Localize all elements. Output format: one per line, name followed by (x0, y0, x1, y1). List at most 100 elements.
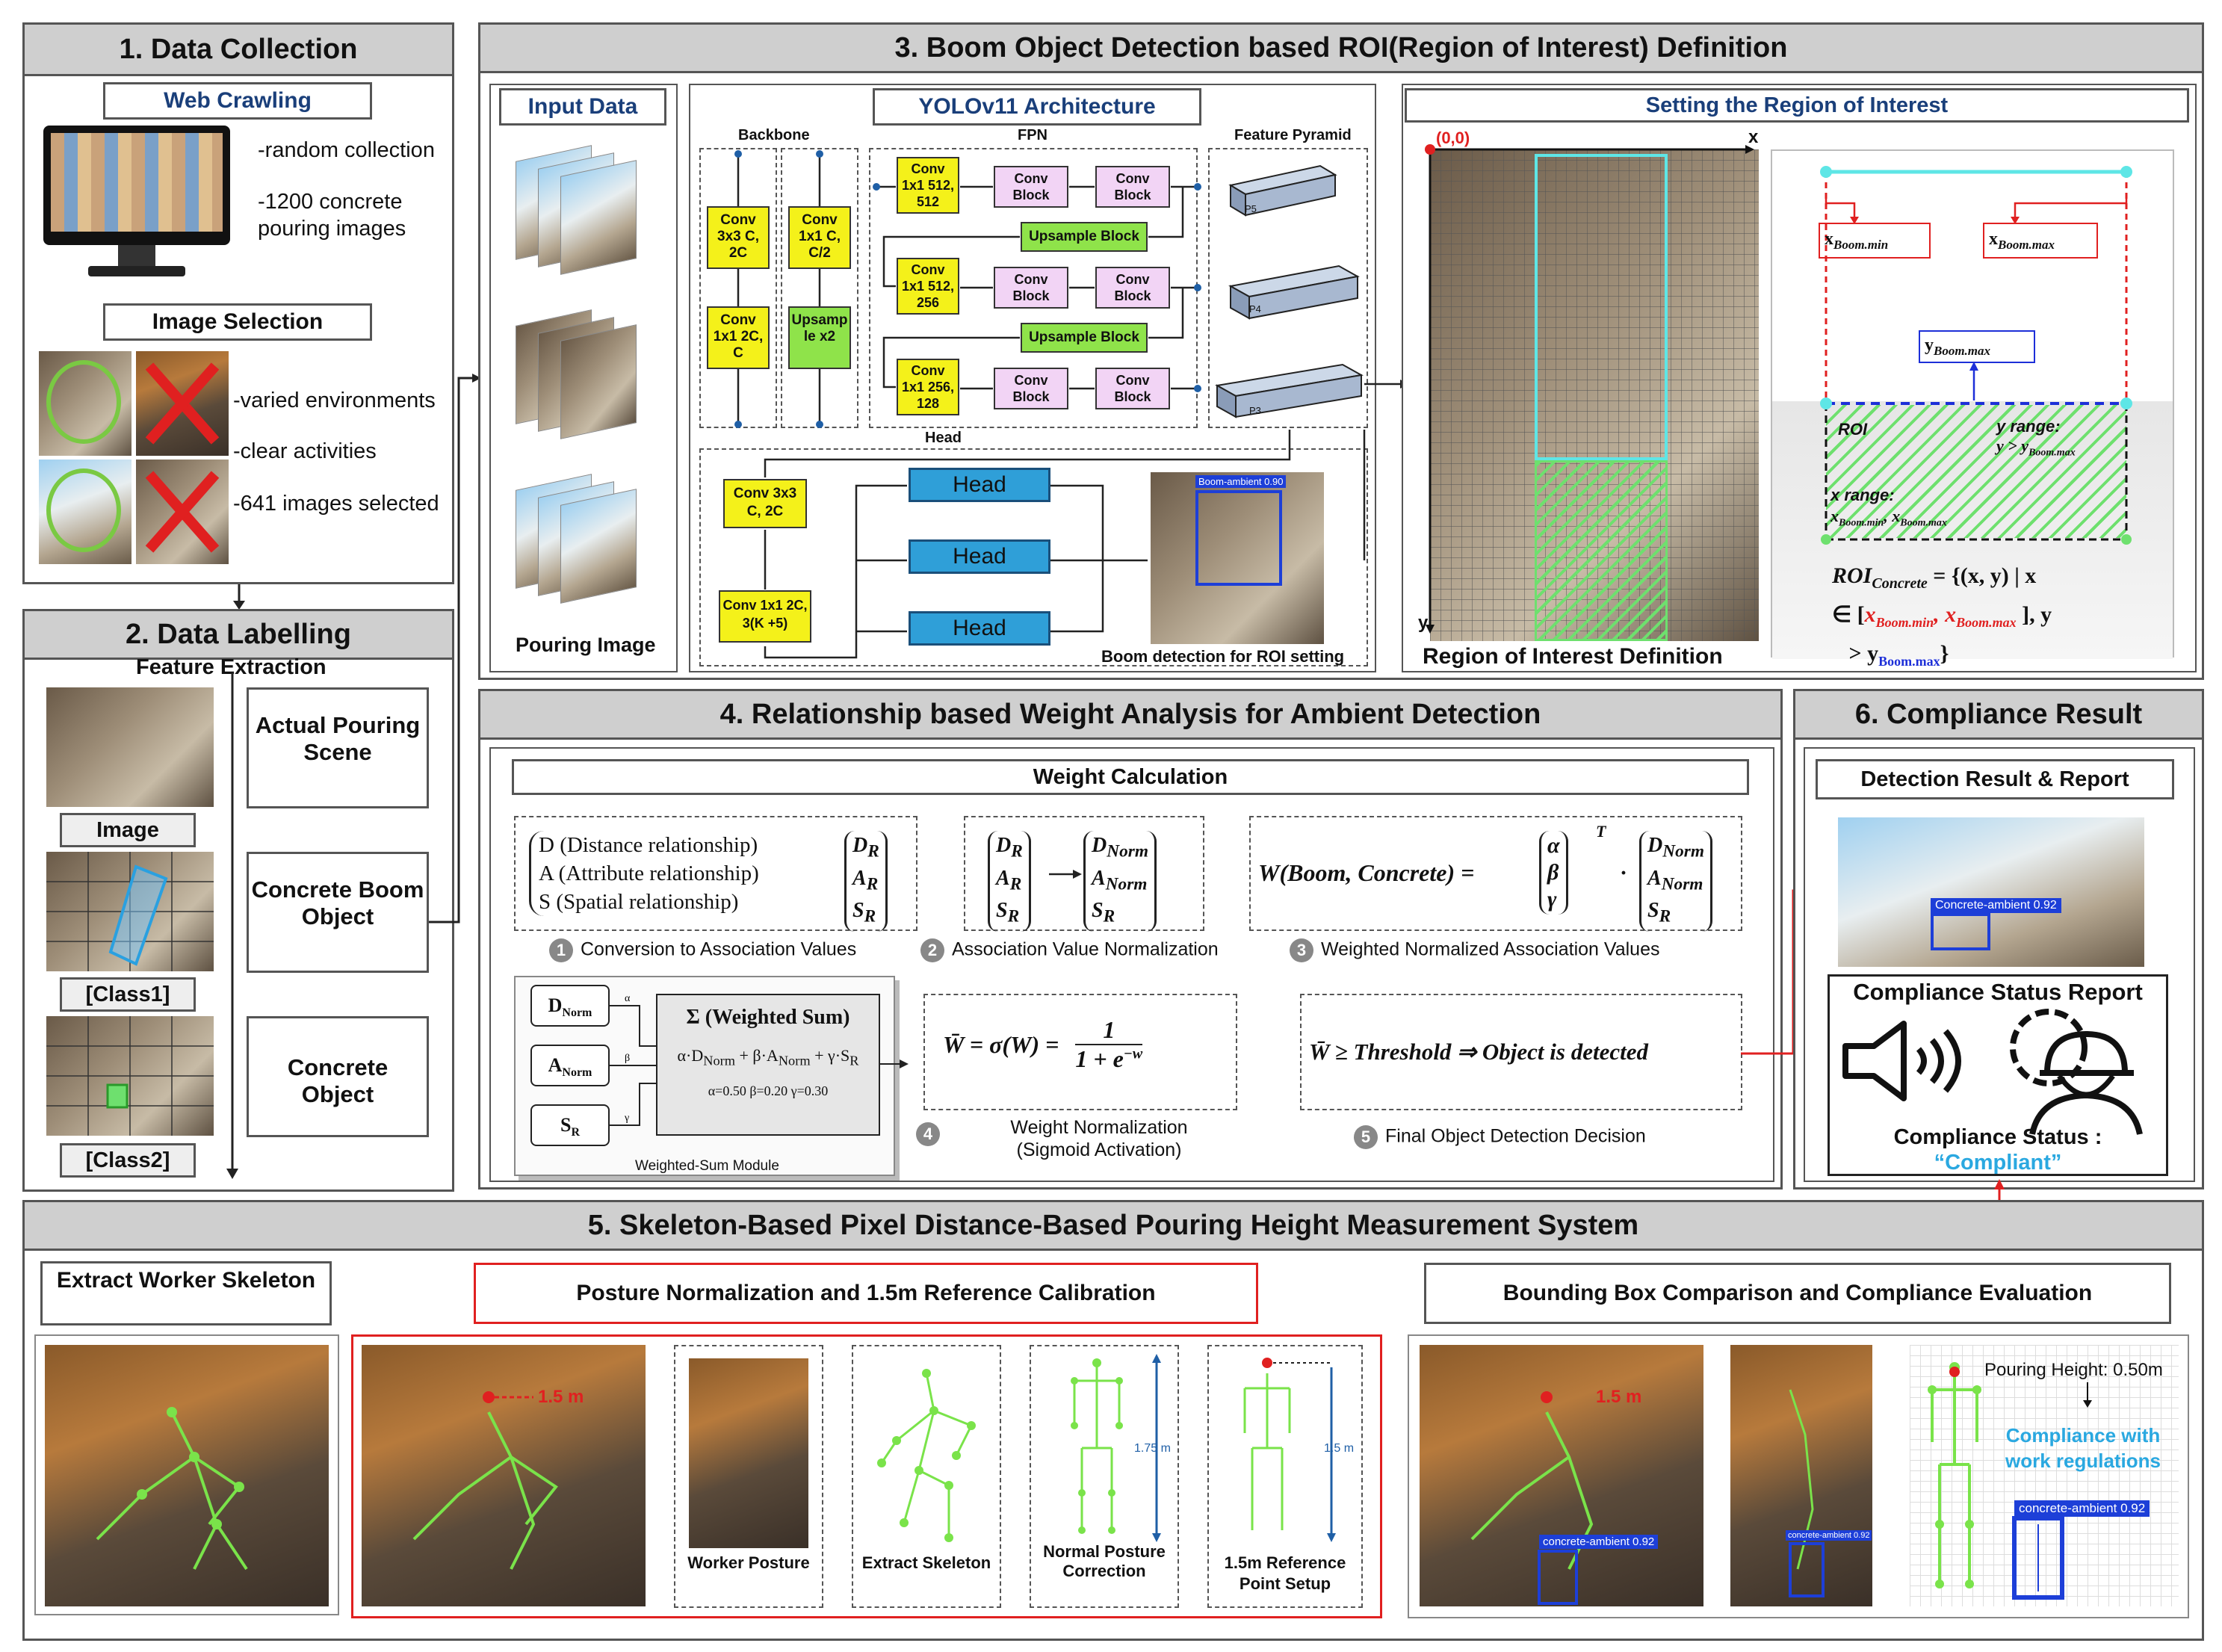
feature-pyramid-label: Feature Pyramid (1234, 127, 1352, 143)
images-selected-text: -641 images selected (233, 492, 439, 516)
actual-scene-label: Actual Pouring Scene (247, 687, 429, 808)
fpn-conv-3: Conv 1x1 256, 128 (897, 359, 959, 415)
conv3x3-block: Conv 3x3 C, 2C (707, 206, 770, 269)
normal-posture-figure (1071, 1354, 1161, 1542)
extract-skel-figure (877, 1369, 976, 1542)
roi-definition-caption: Region of Interest Definition (1423, 644, 1723, 669)
status-report-box (1828, 974, 2168, 1176)
boom-ambient-tag: Boom-ambient 0.90 (1195, 475, 1287, 488)
selected-image-1 (39, 351, 131, 456)
monitor-icon (43, 126, 230, 282)
image-selection-label: Image Selection (103, 303, 372, 341)
roi-origin-label: (0,0) (1436, 129, 1470, 147)
status-label: Compliance Status : (1893, 1125, 2102, 1149)
upsample-block-2: Upsample Block (1021, 323, 1148, 353)
backbone-arrows (734, 150, 823, 428)
y-range-expr: y > yBoom.max (1996, 436, 2076, 459)
roi-schematic: xBoom.min xBoom.max yBoom.max ROI y rang… (1771, 149, 2174, 669)
input-data-label: Input Data (499, 88, 666, 126)
module-caption: Weighted-Sum Module (635, 1158, 779, 1174)
conv1x1-block-b: Conv 1x1 C, C/2 (788, 206, 851, 269)
height-annotation-2: 1.5 m (1596, 1387, 1642, 1407)
concrete-ambient-tag: Concrete-ambient 0.92 (1931, 898, 2061, 913)
step1-box (514, 816, 917, 931)
fpn-conv-2: Conv 1x1 512, 256 (897, 258, 959, 315)
input-image-stack-1 (516, 131, 643, 288)
weighted-sum-out (880, 1059, 909, 1068)
sum-title: Σ (Weighted Sum) (686, 1006, 850, 1029)
head-arrows (764, 430, 1366, 659)
x-boom-min-box: xBoom.min (1819, 223, 1931, 259)
status-value: “Compliant” (1934, 1151, 2062, 1175)
bbox-tag-3: concrete-ambient 0.92 (2014, 1500, 2150, 1517)
labelling-image (46, 687, 214, 807)
section-title: 5. Skeleton-Based Pixel Distance-Based P… (25, 1202, 2202, 1251)
compliance-regulation-text: Compliance with work regulations (2005, 1424, 2161, 1472)
ref-setup-caption: 1.5m Reference Point Setup (1224, 1553, 1346, 1593)
p3-label: P3 (1249, 405, 1261, 416)
head-block-3: Head (909, 611, 1050, 646)
roi-axes (1425, 144, 1754, 634)
boom-min-sub: Boom.min (1833, 237, 1889, 252)
step5-box (1300, 994, 1742, 1110)
section-title: 1. Data Collection (25, 25, 452, 76)
upsample-block-1: Upsample Block (1021, 222, 1148, 252)
section-title: 6. Compliance Result (1795, 691, 2202, 740)
section-title: 3. Boom Object Detection based ROI(Regio… (480, 25, 2202, 73)
weighted-sum-wires: αβγ (610, 993, 656, 1126)
extract-skeleton-image (45, 1345, 329, 1606)
ref-setup-figure (1243, 1358, 1336, 1542)
extract-skeleton-frame (34, 1334, 339, 1615)
head-block-2: Head (909, 539, 1050, 574)
x-range-expr: xBoom.min, xBoom.max (1830, 507, 1947, 529)
normal-posture-caption: Normal Posture Correction (1043, 1542, 1166, 1580)
pouring-height-text: Pouring Height: 0.50m (1984, 1360, 2163, 1380)
images-count-text: -1200 concrete pouring images (258, 190, 406, 241)
sum-coeffs: α=0.50 β=0.20 γ=0.30 (708, 1083, 829, 1099)
beta-wire-label: β (625, 1053, 630, 1064)
rejected-image-1 (136, 351, 229, 456)
fpn-conv-block-3a: Conv Block (994, 368, 1068, 409)
x-range-label: x range: (1830, 486, 1895, 504)
yolo-architecture-label: YOLOv11 Architecture (873, 88, 1201, 126)
backbone-label: Backbone (738, 127, 810, 143)
roi-formula: ROIConcrete = {(x, y) | x ∈ [xBoom.min, … (1832, 563, 2052, 669)
feature-pyramid-slabs (1215, 164, 1364, 418)
bbox-compare-image-2: concrete-ambient 0.92 (1730, 1345, 1872, 1606)
clear-activities-text: -clear activities (233, 439, 377, 463)
fpn-arrows (873, 183, 1201, 392)
input-image-stack-2 (516, 295, 643, 452)
step4-box (923, 994, 1237, 1110)
head-conv3x3-block: Conv 3x3 C, 2C (723, 479, 807, 528)
upsample-x2-block: Upsamp le x2 (788, 306, 851, 369)
class1-grid-image (46, 852, 214, 971)
section-title: 2. Data Labelling (25, 611, 452, 660)
step2-arrow (1049, 870, 1082, 879)
web-crawling-label: Web Crawling (103, 82, 372, 120)
pouring-image-label: Pouring Image (516, 634, 656, 656)
p4-label: P4 (1249, 303, 1261, 315)
boom-object-label: Concrete Boom Object (247, 852, 429, 973)
random-collection-text: -random collection (258, 138, 435, 162)
posture-norm-frame (351, 1334, 1382, 1618)
fpn-conv-1: Conv 1x1 512, 512 (897, 157, 959, 214)
class2-grid-image (46, 1016, 214, 1136)
gamma-wire-label: γ (624, 1113, 629, 1124)
worker-gear-icon (2010, 1009, 2143, 1135)
roi-label: ROI (1838, 420, 1868, 439)
p5-label: P5 (1245, 203, 1257, 214)
fpn-conv-block-2b: Conv Block (1095, 267, 1170, 309)
head-conv1x1-block: Conv 1x1 2C, 3(K +5) (719, 590, 811, 643)
boom-max-sub: Boom.max (1998, 237, 2055, 252)
w-formula: W(Boom, Concrete) = (1258, 859, 1475, 886)
compliance-grid: Pouring Height: 0.50m Compliance with wo… (1910, 1345, 2179, 1606)
transpose-mark: T (1596, 822, 1606, 841)
worker-posture-image (689, 1358, 808, 1548)
bbox-tag-1: concrete-ambient 0.92 (1539, 1535, 1659, 1549)
setting-roi-label: Setting the Region of Interest (1405, 88, 2189, 123)
height-15-label: 1.5 m (1324, 1442, 1355, 1455)
worker-posture-caption: Worker Posture (687, 1553, 810, 1572)
